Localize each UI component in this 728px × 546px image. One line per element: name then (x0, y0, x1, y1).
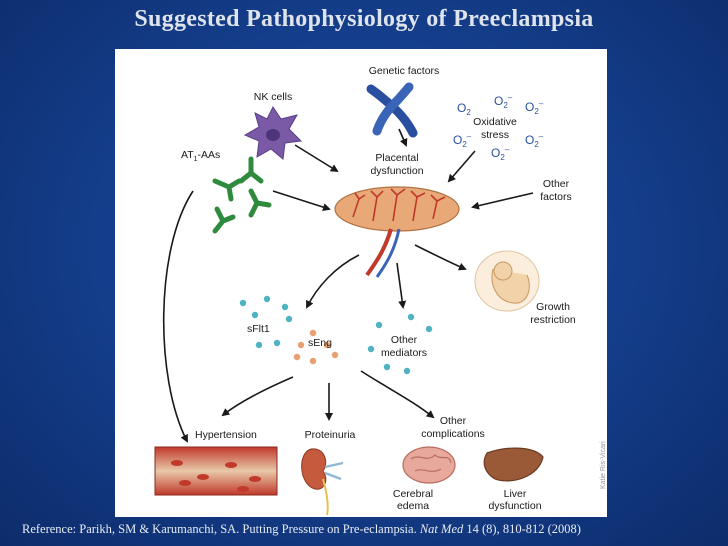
restriction-label: restriction (530, 314, 576, 326)
dysfunction-label: dysfunction (370, 165, 423, 177)
reference-volume: 14 (8), 810-812 (2008) (463, 522, 581, 536)
journal-name: Nat Med (419, 522, 464, 536)
sflt1-label: sFlt1 (247, 323, 270, 335)
other-complications-label: Other (440, 415, 467, 427)
arrow-placenta-to-growth (414, 244, 467, 271)
stress-label: stress (481, 129, 509, 141)
arrow-nk-to-placenta (294, 144, 339, 173)
genetic-factors-label: Genetic factors (369, 65, 440, 77)
edema-label: edema (397, 500, 429, 512)
other-mediators-label: Other (391, 334, 418, 346)
arrow-oxidative-to-placenta (447, 150, 476, 183)
blood-vessel-illustration (154, 446, 278, 496)
kidney-icon (301, 448, 344, 516)
svg-text:O2–: O2– (453, 132, 472, 149)
nk-cell-nucleus (266, 129, 280, 141)
arrow-at1-to-hypertension (162, 190, 194, 443)
seng-dots (293, 329, 339, 365)
svg-text:O2–: O2– (494, 93, 513, 110)
proteinuria-label: Proteinuria (305, 429, 356, 441)
growth-label: Growth (536, 301, 570, 313)
other-complications-label-2: complications (421, 428, 485, 440)
sflt1-dots (239, 295, 293, 349)
chromosome-icon (366, 82, 418, 138)
placental-label: Placental (375, 152, 418, 164)
seng-label: sEng (308, 337, 332, 349)
arrow-to-other-complications (360, 370, 435, 419)
arrow-at1-to-placenta (272, 190, 331, 211)
reference-citation: Reference: Parikh, SM & Karumanchi, SA. … (22, 522, 722, 537)
svg-text:O2–: O2– (525, 99, 544, 116)
hypertension-label: Hypertension (195, 429, 257, 441)
svg-text:O2: O2 (457, 101, 471, 117)
liver-label: Liver (504, 488, 527, 500)
other-mediators-label-2: mediators (381, 347, 427, 359)
oxidative-label: Oxidative (473, 116, 517, 128)
brain-icon (402, 446, 456, 484)
reference-text: Reference: Parikh, SM & Karumanchi, SA. … (22, 522, 420, 536)
at1-aas-label: AT1-AAs (181, 149, 220, 163)
liver-dysfunction-label: dysfunction (488, 500, 541, 512)
illustrator-credit: Katie Ris-Vicari (600, 441, 607, 489)
other-factors-label-2: factors (540, 191, 572, 203)
placenta-illustration (334, 186, 460, 278)
antibody-icons (212, 156, 272, 234)
pathophysiology-diagram: NK cells Genetic factors O2 O2– O2– O2– … (154, 65, 607, 516)
arrow-other-to-placenta (471, 192, 534, 210)
slide-title: Suggested Pathophysiology of Preeclampsi… (134, 6, 594, 32)
nk-cells-label: NK cells (254, 91, 293, 103)
arrow-placenta-to-other-mediators (396, 262, 407, 309)
fetus-illustration (474, 250, 540, 312)
other-factors-label: Other (543, 178, 570, 190)
arrow-placenta-to-sflt1 (306, 254, 360, 309)
oxygen-molecules: O2 O2– O2– O2– O2– O2– (453, 93, 544, 162)
diagram-panel: NK cells Genetic factors O2 O2– O2– O2– … (115, 49, 607, 517)
svg-text:O2–: O2– (525, 132, 544, 149)
liver-icon (483, 447, 544, 482)
arrow-genetic-to-placenta (398, 128, 408, 147)
other-mediators-dots (367, 313, 433, 375)
svg-text:O2–: O2– (491, 145, 510, 162)
cerebral-label: Cerebral (393, 488, 433, 500)
arrow-to-hypertension (221, 376, 294, 417)
